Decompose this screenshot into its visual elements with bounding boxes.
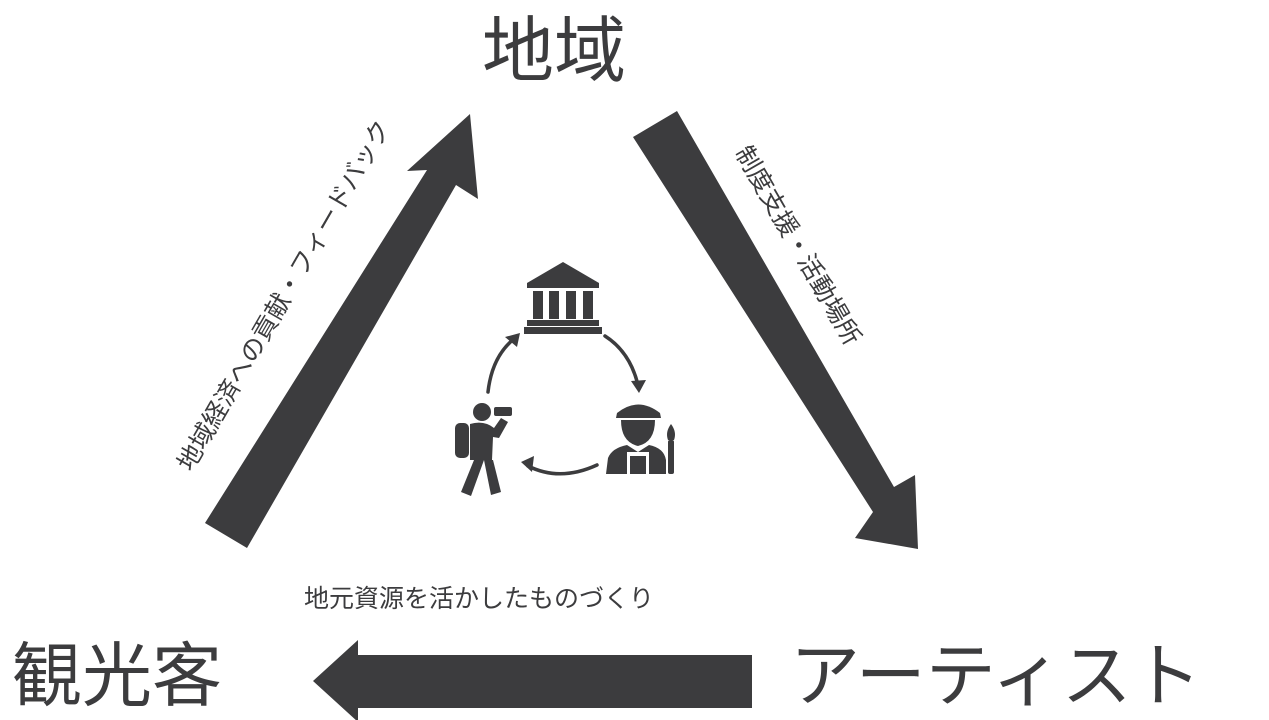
arrow-tourists-to-region — [205, 114, 478, 548]
edge-label-artists-to-tourists: 地元資源を活かしたものづくり — [304, 584, 655, 613]
tourist-backpacker-icon — [455, 403, 512, 496]
node-region: 地域 — [482, 9, 627, 93]
arrow-artists-to-tourists — [313, 640, 752, 720]
artist-painter-icon — [606, 404, 675, 474]
arrow-region-to-artists — [633, 111, 918, 549]
node-tourists: 観光客 — [12, 635, 222, 717]
node-artists: アーティスト — [790, 635, 1202, 717]
museum-building-icon — [524, 262, 602, 334]
cycle-arrowheads — [505, 333, 646, 472]
